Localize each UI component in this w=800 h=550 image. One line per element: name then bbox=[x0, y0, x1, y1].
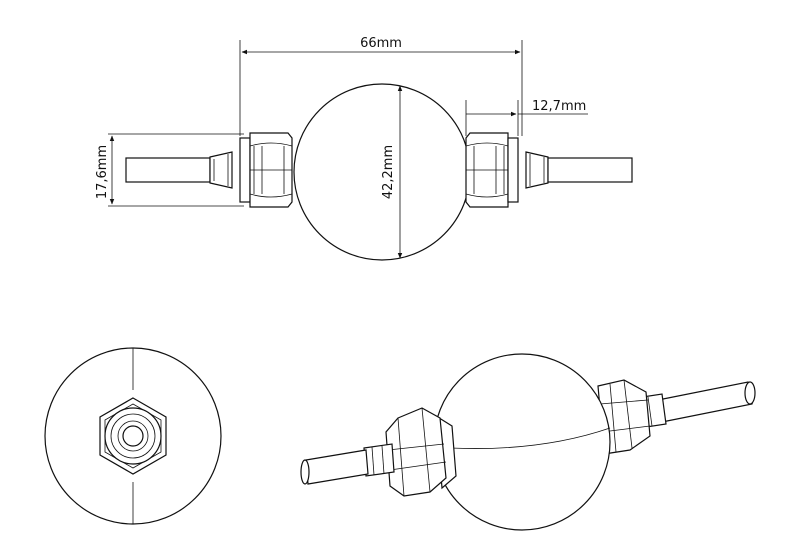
end-view bbox=[44, 347, 222, 525]
nut-width-dimension: 12,7mm bbox=[465, 99, 588, 136]
iso-sphere-seam bbox=[449, 427, 611, 449]
end-view-cable bbox=[122, 425, 144, 447]
isometric-view bbox=[300, 353, 756, 531]
front-view: 66mm 12,7mm 17,6mm 42,2mm bbox=[95, 36, 633, 261]
left-cable-collar bbox=[209, 151, 233, 189]
overall-length-label: 66mm bbox=[360, 36, 402, 51]
iso-left-cable bbox=[300, 443, 395, 485]
nut-width-label: 12,7mm bbox=[532, 99, 586, 114]
left-cable bbox=[125, 157, 211, 183]
sphere-diameter-label: 42,2mm bbox=[381, 145, 396, 199]
right-cable-collar bbox=[525, 151, 549, 189]
iso-right-cable bbox=[635, 381, 756, 429]
iso-left-nut bbox=[385, 407, 457, 497]
nut-height-label: 17,6mm bbox=[95, 145, 110, 199]
iso-sphere bbox=[433, 353, 611, 531]
nut-height-dimension: 17,6mm bbox=[95, 133, 244, 207]
right-cable bbox=[547, 157, 633, 183]
sphere-diameter-dimension: 42,2mm bbox=[381, 85, 403, 259]
left-nut bbox=[239, 132, 293, 208]
overall-length-dimension: 66mm bbox=[239, 36, 523, 136]
right-nut bbox=[465, 132, 519, 208]
